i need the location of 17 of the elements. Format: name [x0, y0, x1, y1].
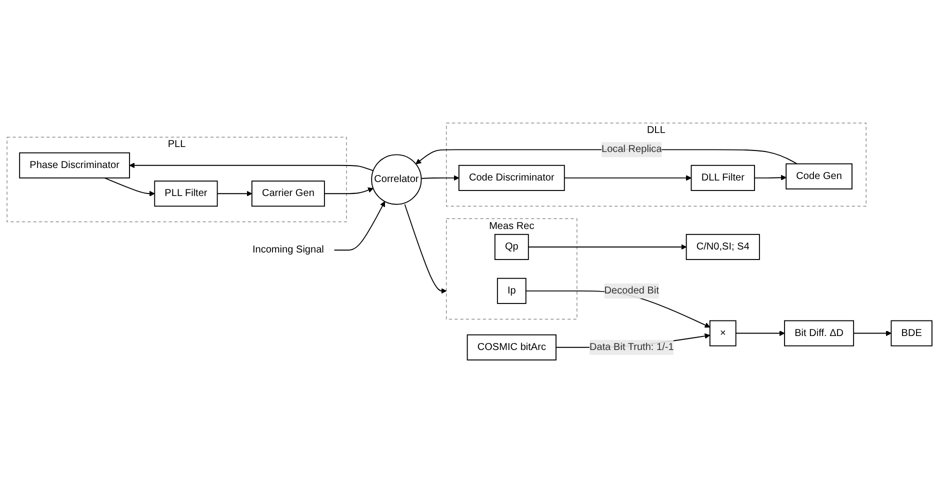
process-box: COSMIC bitArc — [466, 334, 556, 360]
edge-label: Data Bit Truth: 1/-1 — [590, 339, 674, 354]
process-box: Code Gen — [786, 162, 852, 189]
edge-label: Local Replica — [602, 142, 662, 157]
process-box: Carrier Gen — [251, 180, 325, 206]
process-box: PLL Filter — [154, 180, 218, 206]
process-box: Ip — [496, 277, 526, 304]
process-box: Qp — [494, 233, 529, 260]
process-box: BDE — [890, 320, 932, 346]
mixer-circle: Correlator — [371, 154, 422, 204]
process-box: Code Discriminator — [458, 164, 565, 190]
process-box: Phase Discriminator — [19, 152, 130, 178]
process-box: Bit Diff. ΔD — [784, 320, 854, 346]
process-box: C/N0,SI; S4 — [686, 233, 760, 260]
process-box: × — [709, 320, 736, 346]
edge-label: Decoded Bit — [604, 282, 659, 298]
process-box: DLL Filter — [690, 164, 755, 190]
